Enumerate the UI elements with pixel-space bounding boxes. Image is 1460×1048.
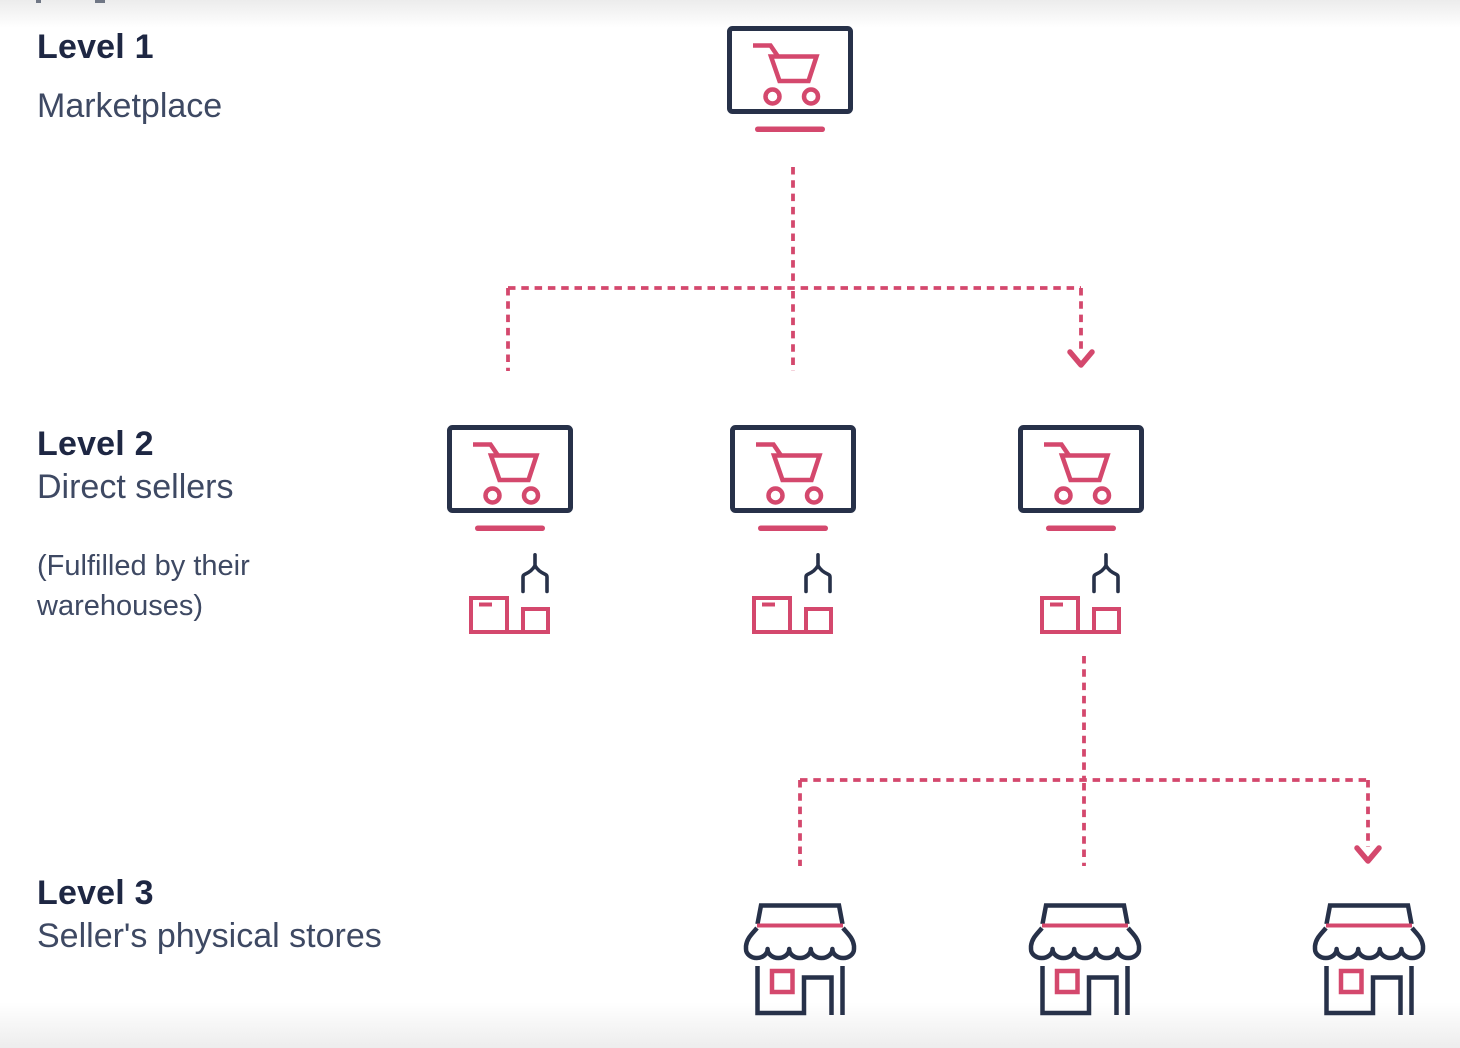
arrow1-arrowhead	[1067, 349, 1095, 368]
seller-2-cart-monitor-icon	[733, 428, 854, 532]
level-2-note-line-2: warehouses)	[37, 590, 204, 622]
arrow-seller-to-stores	[798, 656, 1382, 866]
level-2-subtitle: Direct sellers	[37, 468, 234, 506]
arrow2-arrowhead	[1354, 845, 1382, 864]
store-2-storefront-icon	[1031, 906, 1139, 1016]
crop-artifact	[95, 0, 105, 3]
level-3-subtitle: Seller's physical stores	[37, 917, 382, 955]
marketplace-cart-monitor-icon	[730, 29, 851, 133]
store-3-storefront-icon	[1315, 906, 1423, 1016]
level-1-subtitle: Marketplace	[37, 87, 223, 125]
seller-1-cart-monitor-icon	[450, 428, 571, 532]
seller-2-warehouse-boxes-claw-icon	[750, 552, 835, 634]
seller-3-warehouse-boxes-claw-icon	[1038, 552, 1123, 634]
seller-3-cart-monitor-icon	[1021, 428, 1142, 532]
arrow-marketplace-to-sellers	[506, 167, 1095, 371]
level-3-title: Level 3	[37, 874, 154, 912]
store-1-storefront-icon	[746, 906, 854, 1016]
crop-artifact	[36, 0, 41, 3]
level-2-title: Level 2	[37, 425, 154, 463]
level-2-note-line-1: (Fulfilled by their	[37, 550, 250, 582]
seller-1-warehouse-boxes-claw-icon	[467, 552, 552, 634]
level-1-title: Level 1	[37, 28, 154, 66]
